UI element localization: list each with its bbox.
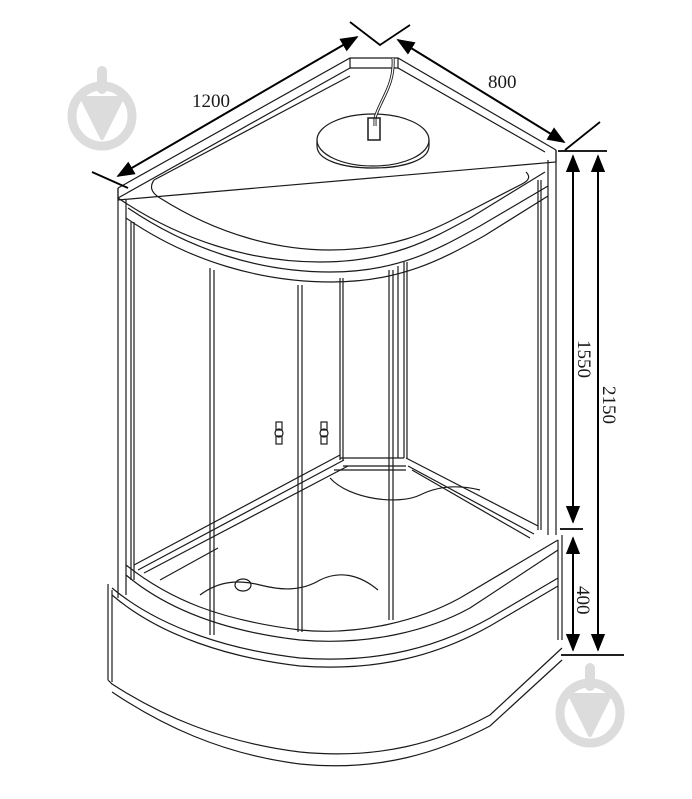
door-handle-icon	[319, 421, 329, 445]
door-handle-icon	[274, 421, 284, 445]
dimension-lines	[91, 21, 624, 656]
dimension-width-label: 1200	[192, 91, 230, 112]
dimension-labels: 1200 800 1550 2150 400	[192, 72, 619, 615]
dimension-cabin-height-label: 1550	[573, 340, 594, 378]
dimension-tray-height-label: 400	[572, 586, 593, 615]
dimension-depth-label: 800	[488, 72, 517, 93]
cabin-outline	[107, 57, 563, 767]
brand-logo-icon	[555, 663, 625, 748]
dimension-total-height-label: 2150	[598, 386, 619, 424]
